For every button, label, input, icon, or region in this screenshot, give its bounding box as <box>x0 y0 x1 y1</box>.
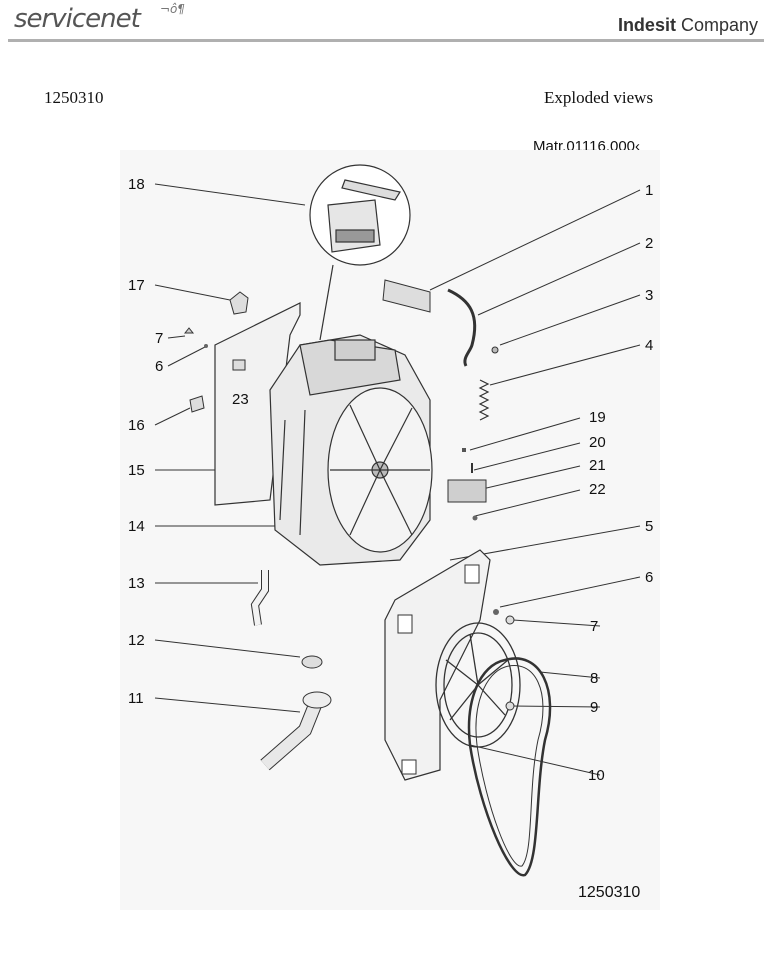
callout-23: 23 <box>232 391 249 408</box>
page-header: servicenet ¬ô¶ Indesit Company <box>0 0 768 44</box>
detail-strip <box>341 179 401 201</box>
detail-buttons <box>335 229 375 243</box>
clamp-12 <box>301 655 323 669</box>
logo-superscript: ¬ô¶ <box>160 2 186 16</box>
document-number: 1250310 <box>44 88 104 107</box>
callout-16: 16 <box>128 417 145 434</box>
leader-18 <box>154 183 306 206</box>
part-22 <box>472 515 478 521</box>
callout-1: 1 <box>645 182 653 199</box>
clip-3 <box>491 346 499 354</box>
leader-21 <box>477 465 581 491</box>
leader-3 <box>499 294 641 346</box>
part-17 <box>229 291 249 315</box>
leader-17 <box>154 284 231 301</box>
callout-10: 10 <box>588 767 605 784</box>
callout-17: 17 <box>128 277 145 294</box>
callout-13: 13 <box>128 575 145 592</box>
callout-7a: 7 <box>155 330 163 347</box>
leader-6a <box>167 346 206 367</box>
callout-6b: 6 <box>645 569 653 586</box>
leader-7b <box>512 619 601 627</box>
leader-4 <box>489 344 641 386</box>
leader-7a <box>167 335 186 339</box>
callout-7b: 7 <box>590 618 598 635</box>
callout-19: 19 <box>589 409 606 426</box>
part-6a <box>204 344 208 348</box>
washer-6b <box>493 609 499 615</box>
cover-1 <box>382 279 431 313</box>
detail-module <box>327 199 381 253</box>
leader-22 <box>474 489 581 517</box>
callout-9: 9 <box>590 699 598 716</box>
callout-6a: 6 <box>155 358 163 375</box>
callout-21: 21 <box>589 457 606 474</box>
callout-18: 18 <box>128 176 145 193</box>
part-7a <box>183 327 195 334</box>
leader-6b <box>499 576 641 608</box>
callout-11: 11 <box>128 690 144 707</box>
spring-4 <box>478 379 490 421</box>
callout-20: 20 <box>589 434 606 451</box>
callout-5: 5 <box>645 518 653 535</box>
leader-2 <box>477 242 641 316</box>
brand-bold: Indesit <box>617 15 676 35</box>
brand-name: Indesit Company <box>618 15 758 36</box>
pulley-8 <box>435 622 521 748</box>
tub-14 <box>269 334 433 566</box>
leader-11 <box>154 697 301 713</box>
callout-14: 14 <box>128 518 145 535</box>
part-19 <box>462 448 466 452</box>
callout-12: 12 <box>128 632 145 649</box>
nut-9 <box>505 701 515 711</box>
leader-16 <box>154 407 191 426</box>
part-21 <box>447 479 487 503</box>
brand-rest: Company <box>675 15 758 35</box>
part-16 <box>189 395 205 413</box>
callout-15: 15 <box>128 462 145 479</box>
leader-19 <box>469 417 581 451</box>
callout-2: 2 <box>645 235 653 252</box>
rear-panel-15 <box>214 302 301 506</box>
callout-8: 8 <box>590 670 598 687</box>
document-title: Exploded views <box>544 88 654 107</box>
callout-4: 4 <box>645 337 653 354</box>
leader-1 <box>429 189 641 291</box>
footer-code: 1250310 <box>578 884 641 901</box>
leader-12 <box>154 639 301 658</box>
part-23 <box>232 359 246 371</box>
leader-9 <box>511 705 601 708</box>
hose-2 <box>447 288 477 367</box>
belt-10 <box>467 657 552 877</box>
servicenet-logo: servicenet <box>14 4 141 34</box>
leader-8 <box>539 671 601 679</box>
leader-20 <box>473 442 581 471</box>
callout-22: 22 <box>589 481 606 498</box>
bolt-7b <box>505 615 515 625</box>
header-rule <box>8 39 764 42</box>
callout-3: 3 <box>645 287 653 304</box>
detail-leader <box>319 264 334 341</box>
